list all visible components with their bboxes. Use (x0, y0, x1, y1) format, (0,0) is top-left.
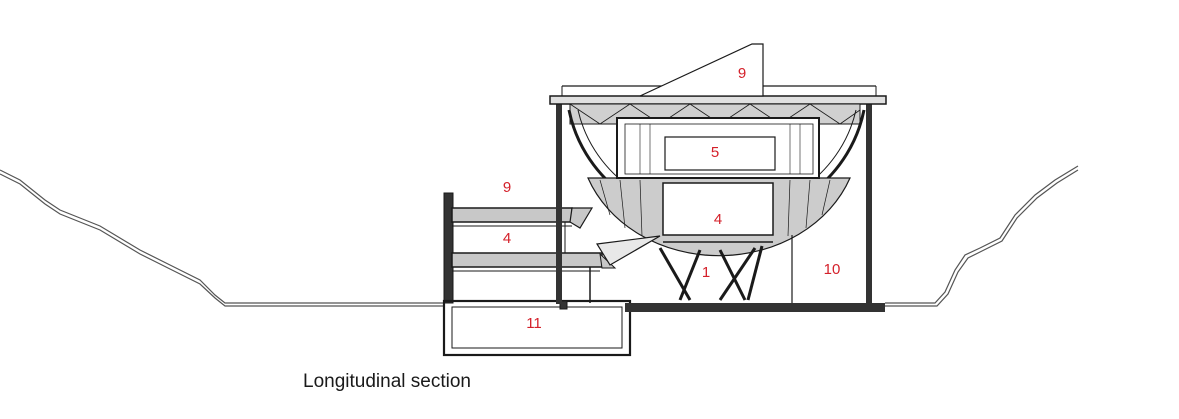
label-right-space: 10 (824, 261, 841, 278)
label-roof-wedge: 9 (738, 65, 746, 82)
basement (442, 299, 885, 357)
label-left-terrace: 9 (503, 179, 511, 196)
label-entrance: 1 (702, 264, 710, 281)
terrain (0, 165, 1079, 307)
label-basement: 11 (526, 315, 542, 332)
terrain-left (0, 169, 445, 304)
left-wall (443, 192, 454, 304)
label-lower-room: 4 (714, 211, 722, 228)
roof-wedge (639, 43, 764, 97)
roof-slab (549, 95, 887, 105)
terrain-right (885, 165, 1079, 304)
upper-room (616, 117, 820, 179)
middle-slab (451, 252, 603, 268)
ramp-and-pilotis (595, 235, 793, 303)
label-left-floor: 4 (503, 230, 511, 247)
lower-room (662, 182, 774, 243)
caption: Longitudinal section (303, 371, 471, 392)
main-right-column (866, 104, 872, 304)
label-upper-room: 5 (711, 144, 719, 161)
main-left-column (556, 104, 562, 304)
left-wing (443, 192, 617, 304)
upper-slab (451, 207, 573, 223)
